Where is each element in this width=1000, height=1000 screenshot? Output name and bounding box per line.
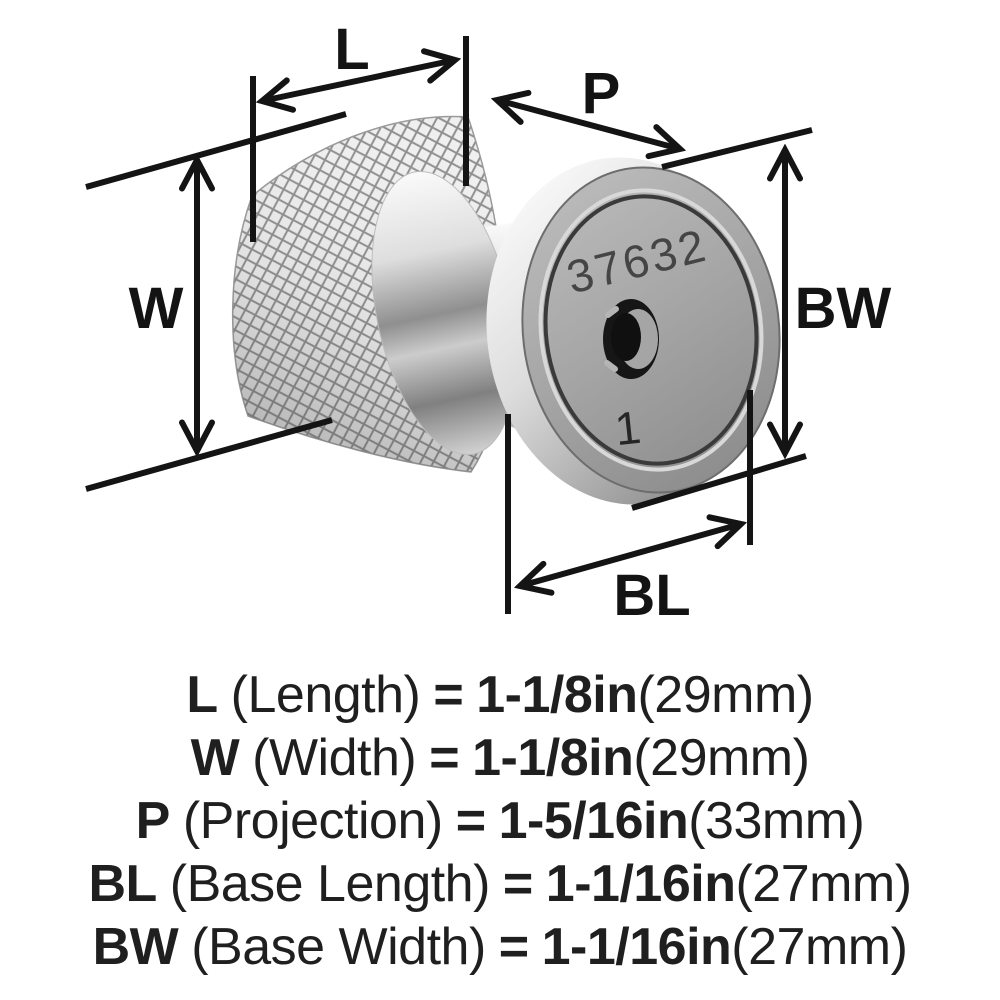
spec-value-inches: 1-5/16in	[498, 792, 689, 850]
spec-value-mm: (29mm)	[633, 729, 810, 787]
dimension-length	[250, 36, 469, 242]
spec-equals: =	[455, 792, 486, 850]
orientation-mark: 1	[612, 401, 643, 455]
disc-groove-ring	[543, 194, 759, 466]
label-width: W	[129, 276, 184, 341]
label-base-length: BL	[613, 563, 690, 628]
label-projection: P	[582, 61, 621, 126]
spec-label: (Projection)	[182, 792, 443, 850]
disc-bevel-ring	[538, 188, 764, 472]
spec-symbol: W	[190, 729, 240, 787]
spec-value-inches: 1-1/16in	[541, 918, 732, 976]
spec-symbol: P	[135, 792, 171, 850]
spec-value-inches: 1-1/8in	[476, 666, 638, 724]
spec-label: (Length)	[230, 666, 421, 724]
spec-symbol: L	[186, 666, 218, 724]
spec-block: L(Length)=1-1/8in(29mm) W(Width)=1-1/8in…	[0, 664, 1000, 979]
spec-row-base-width: BW(Base Width)=1-1/16in(27mm)	[0, 916, 1000, 979]
spec-label: (Base Width)	[191, 918, 486, 976]
spec-equals: =	[498, 918, 529, 976]
dimension-base-length	[505, 390, 753, 614]
spec-value-mm: (29mm)	[637, 666, 814, 724]
spec-value-mm: (27mm)	[735, 855, 912, 913]
spec-row-base-length: BL(Base Length)=1-1/16in(27mm)	[0, 853, 1000, 916]
spec-row-width: W(Width)=1-1/8in(29mm)	[0, 727, 1000, 790]
center-hole	[603, 299, 659, 379]
dimension-projection	[497, 100, 813, 170]
spec-value-mm: (33mm)	[688, 792, 865, 850]
spec-label: (Base Length)	[169, 855, 491, 913]
dimension-lines	[85, 36, 813, 614]
spec-value-inches: 1-1/8in	[472, 729, 634, 787]
spec-value-mm: (27mm)	[731, 918, 908, 976]
spec-label: (Width)	[252, 729, 417, 787]
dimension-base-width	[631, 150, 807, 511]
spec-equals: =	[433, 666, 464, 724]
spec-symbol: BL	[88, 855, 157, 913]
spec-row-length: L(Length)=1-1/8in(29mm)	[0, 664, 1000, 727]
label-length: L	[334, 17, 369, 82]
diagram-svg: 37632 1	[85, 17, 892, 628]
spec-row-projection: P(Projection)=1-5/16in(33mm)	[0, 790, 1000, 853]
spec-equals: =	[429, 729, 460, 787]
spec-symbol: BW	[92, 918, 179, 976]
knob-illustration: 37632 1	[231, 115, 781, 505]
dimension-width	[85, 111, 347, 492]
spec-value-inches: 1-1/16in	[545, 855, 736, 913]
knob-dimension-diagram: 37632 1	[85, 17, 892, 628]
spec-equals: =	[502, 855, 533, 913]
label-base-width: BW	[795, 276, 892, 341]
